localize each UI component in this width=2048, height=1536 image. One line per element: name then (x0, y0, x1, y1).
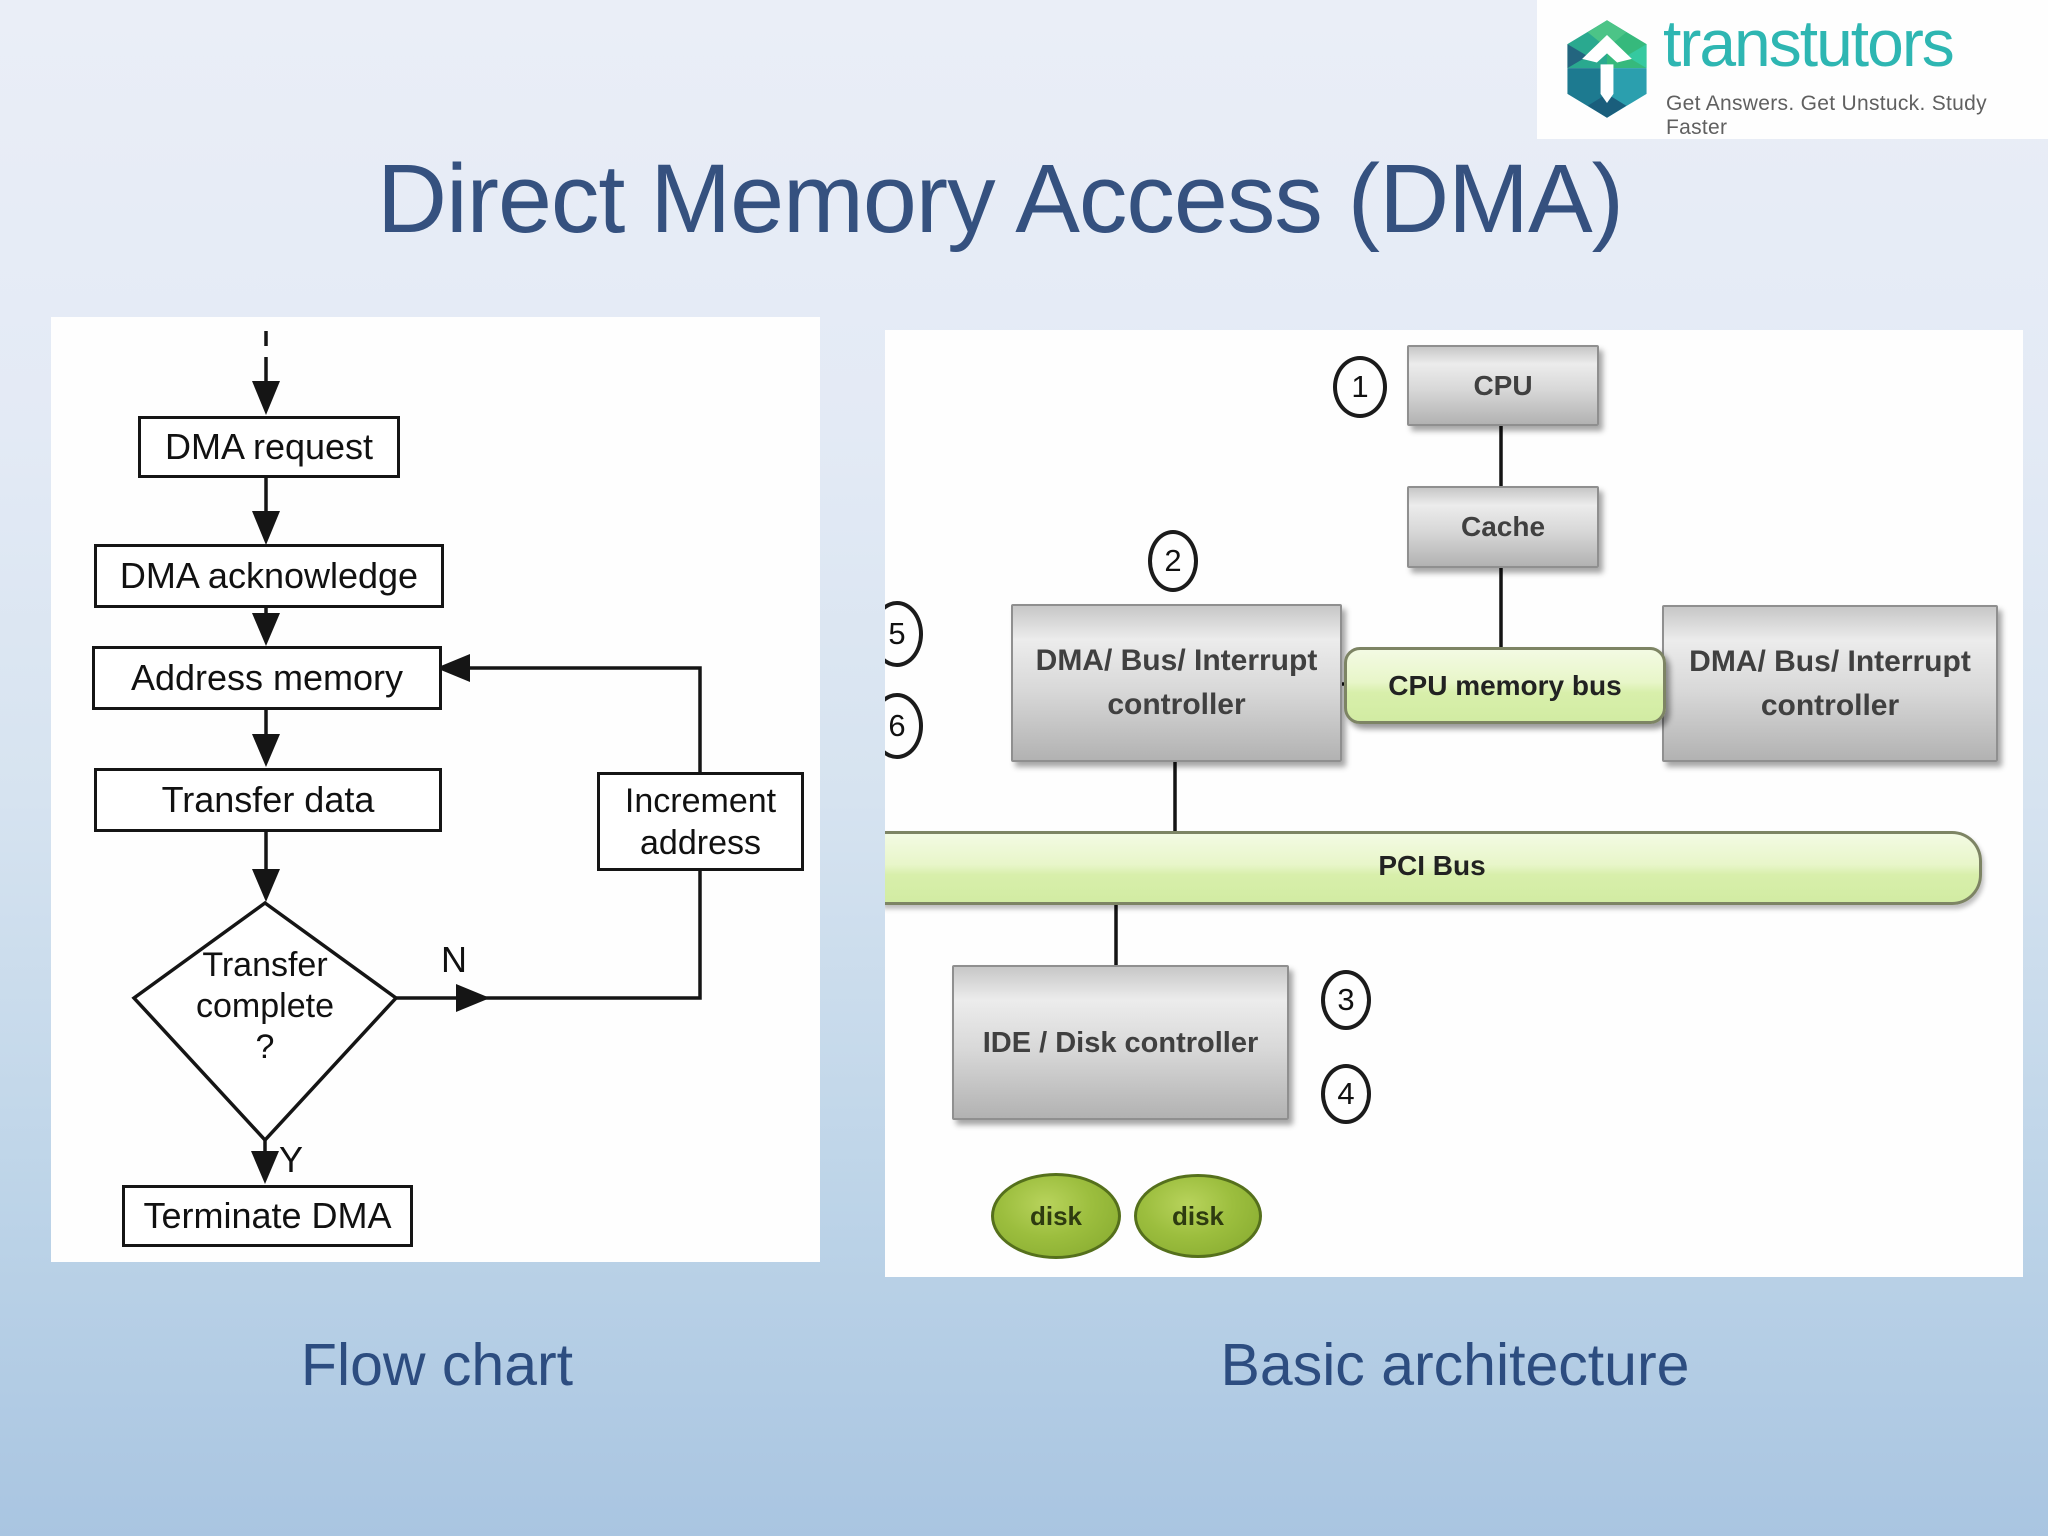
brand-name: transtutors (1663, 6, 1955, 80)
decision-transfer-complete-label: Transfer complete ? (196, 946, 334, 1066)
marker-4: 4 (1321, 1064, 1371, 1124)
logo-panel: transtutors Get Answers. Get Unstuck. St… (1537, 0, 2048, 139)
marker-5: 5 (885, 601, 923, 667)
caption-basic-architecture: Basic architecture (1220, 1332, 1690, 1398)
architecture-connectors (885, 422, 1961, 966)
block-cache: Cache (1407, 486, 1599, 568)
disk-right: disk (1134, 1174, 1262, 1258)
brand-tagline: Get Answers. Get Unstuck. Study Faster (1666, 92, 1987, 139)
block-dma-controller-right: DMA/ Bus/ Interrupt controller (1662, 605, 1998, 762)
marker-6: 6 (885, 693, 923, 759)
label-no: N (441, 939, 467, 980)
marker-3: 3 (1321, 970, 1371, 1030)
caption-flow-chart: Flow chart (300, 1332, 574, 1398)
flow-loop-return-line (470, 666, 702, 772)
architecture-panel: CPU Cache DMA/ Bus/ Interrupt controller… (885, 330, 2023, 1277)
pci-bus-label: PCI Bus (1378, 850, 1486, 881)
block-cpu: CPU (1407, 345, 1599, 426)
node-dma-request: DMA request (138, 416, 400, 478)
page-title: Direct Memory Access (DMA) (377, 144, 1624, 253)
arrowhead-no (456, 984, 490, 1012)
node-dma-acknowledge: DMA acknowledge (94, 544, 444, 608)
node-increment-address: Increment address (597, 772, 804, 871)
arrowhead-start (252, 381, 280, 415)
marker-2: 2 (1148, 530, 1198, 592)
node-terminate-dma: Terminate DMA (122, 1185, 413, 1247)
cpu-memory-bus: CPU memory bus (1344, 647, 1666, 724)
marker-1: 1 (1333, 356, 1387, 418)
flowchart-panel: DMA request DMA acknowledge Address memo… (51, 317, 820, 1262)
arrowhead-yes (251, 1151, 279, 1184)
transtutors-logo-icon (1567, 20, 1647, 118)
label-yes: Y (279, 1139, 304, 1180)
node-address-memory: Address memory (92, 646, 442, 710)
block-dma-controller-left: DMA/ Bus/ Interrupt controller (1011, 604, 1342, 762)
block-ide-controller: IDE / Disk controller (952, 965, 1289, 1120)
node-transfer-data: Transfer data (94, 768, 442, 832)
disk-left: disk (991, 1173, 1121, 1259)
pci-bus (885, 831, 1982, 905)
